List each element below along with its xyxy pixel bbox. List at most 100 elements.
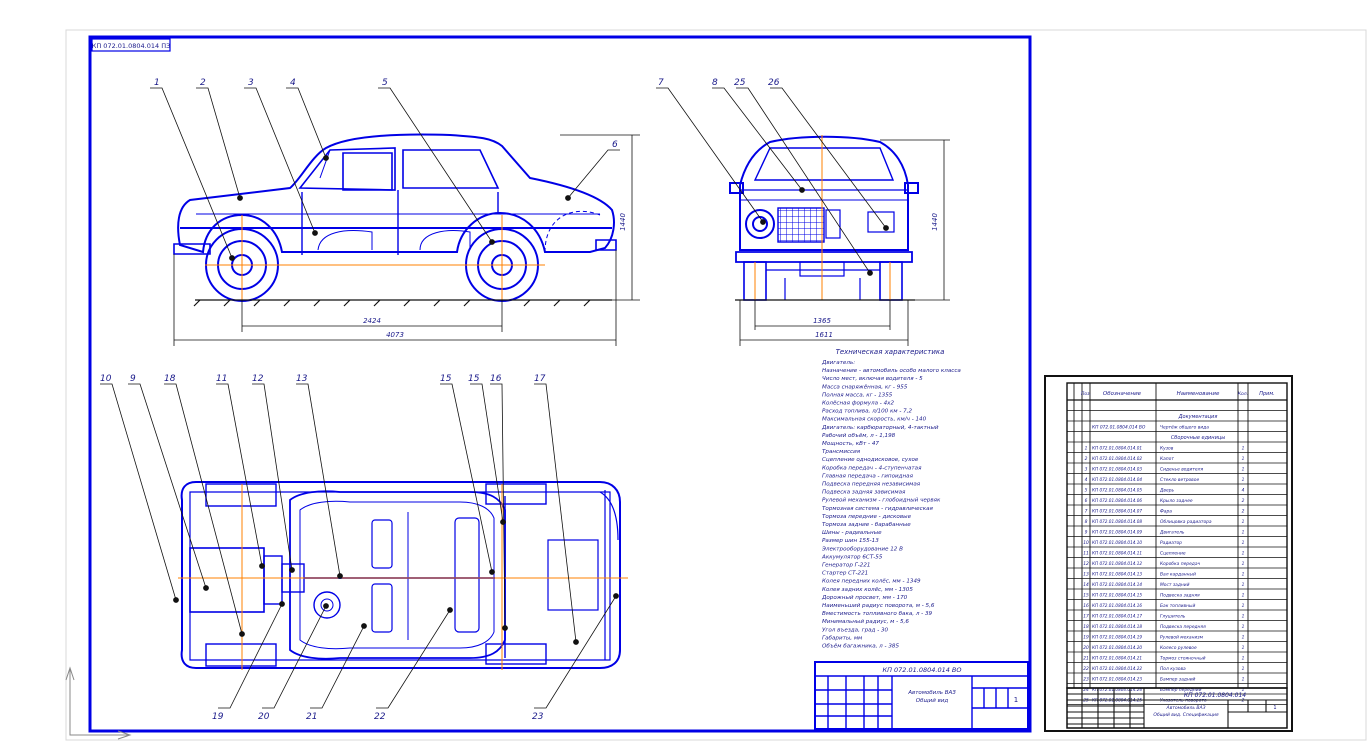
parts-stamp-sheet: 1 (1273, 705, 1276, 711)
tech-spec-line: Аккумулятор 6СТ-55 (821, 554, 883, 560)
parts-doc-name: Чертёж общего вида (1160, 425, 1209, 431)
front-view-car (729, 135, 919, 301)
tech-spec-line: Дорожный просвет, мм - 170 (821, 595, 908, 601)
plan-callout-9: 9 (130, 374, 136, 384)
parts-row-qty: 1 (1242, 551, 1245, 557)
plan-view-car (180, 481, 621, 669)
parts-row-code: КП 072.01.0804.014.09 (1092, 530, 1142, 535)
tech-spec-line: Рабочий объём, л - 1,198 (822, 433, 896, 439)
parts-row-pos: 23 (1083, 677, 1089, 683)
tech-spec-line: Тормоза передние - дисковые (822, 514, 912, 520)
parts-row-pos: 19 (1083, 635, 1089, 641)
front-view-axes (754, 135, 891, 300)
parts-row-pos: 8 (1085, 519, 1088, 525)
parts-row-name: Капот (1160, 456, 1174, 462)
tech-spec-line: Угол въезда, град - 30 (822, 627, 889, 633)
side-callout-1: 1 (154, 78, 160, 88)
dim-side-length: 4073 (386, 331, 404, 339)
plan-callout-10: 10 (100, 374, 112, 384)
parts-section-docs: Документация (1178, 414, 1218, 420)
front-callout-25: 25 (734, 78, 746, 88)
main-stamp-code: КП 072.01.0804.014 ВО (882, 666, 961, 674)
parts-row-pos: 9 (1085, 530, 1088, 536)
parts-row-pos: 4 (1085, 477, 1088, 483)
parts-row-pos: 2 (1085, 456, 1088, 462)
parts-header-name: Наименование (1177, 391, 1220, 397)
parts-row-pos: 13 (1083, 572, 1089, 578)
parts-header-pos: Поз. (1081, 391, 1091, 397)
parts-row-name: Фара (1160, 509, 1172, 515)
main-title-block (814, 661, 1029, 730)
parts-row-qty: 1 (1242, 666, 1245, 672)
tech-spec-line: Полная масса, кг - 1355 (822, 392, 893, 398)
parts-row-code: КП 072.01.0804.014.10 (1092, 540, 1142, 545)
dim-front-height: 1440 (931, 213, 939, 231)
side-callout-leaders (150, 87, 620, 261)
tech-spec-line: Мощность, кВт - 47 (822, 441, 879, 447)
tech-spec-line: Максимальная скорость, км/ч - 140 (822, 417, 927, 423)
plan-callout-23: 23 (532, 712, 544, 722)
parts-row-pos: 16 (1083, 603, 1089, 609)
front-callout-leaders (656, 87, 889, 276)
parts-row-qty: 1 (1242, 456, 1245, 462)
plan-callout-17: 17 (534, 374, 546, 384)
tech-spec-line: Назначение - автомобиль особо малого кла… (822, 368, 961, 374)
plan-callout-18: 18 (164, 374, 176, 384)
parts-row-qty: 1 (1242, 645, 1245, 651)
parts-row-code: КП 072.01.0804.014.18 (1092, 624, 1142, 629)
tech-spec-line: Коробка передач - 4-ступенчатая (822, 465, 922, 471)
front-dimensions (739, 139, 950, 346)
main-stamp-title-1: Автомобиль ВАЗ (907, 690, 956, 696)
parts-row-name: Дверь (1159, 488, 1175, 494)
side-callout-4: 4 (290, 78, 296, 88)
parts-header-note: Прим. (1259, 391, 1275, 397)
parts-row-pos: 5 (1085, 488, 1088, 494)
tech-spec-line: Колея передних колёс, мм - 1349 (822, 579, 921, 585)
tech-spec-line: Вместимость топливного бака, л - 39 (822, 611, 933, 617)
parts-row-pos: 14 (1083, 582, 1089, 588)
parts-row-code: КП 072.01.0804.014.14 (1092, 582, 1142, 587)
parts-row-name: Двигатель (1159, 530, 1185, 536)
parts-row-pos: 12 (1083, 561, 1089, 567)
parts-row-qty: 1 (1242, 572, 1245, 578)
parts-row-pos: 15 (1083, 593, 1089, 599)
tech-spec-line: Стартер СТ-221 (822, 571, 868, 577)
plan-callout-20: 20 (258, 712, 270, 722)
plan-callout-12: 12 (252, 374, 264, 384)
parts-row-name: Рулевой механизм (1160, 635, 1204, 641)
tech-spec-line: Электрооборудование 12 В (821, 546, 903, 552)
tech-spec-line: Главная передача - гипоидная (822, 473, 914, 479)
parts-row-qty: 1 (1242, 677, 1245, 683)
parts-row-name: Глушитель (1160, 614, 1186, 620)
plan-callout-15b: 15 (468, 374, 480, 384)
tech-spec-line: Минимальный радиус, м - 5,6 (822, 619, 909, 625)
plan-callout-19: 19 (212, 712, 224, 722)
parts-row-name: Сиденье водителя (1160, 467, 1203, 473)
tech-spec-block: Техническая характеристика Двигатель:Наз… (821, 348, 961, 650)
tech-spec-line: Колёсная формула - 4х2 (822, 401, 894, 407)
parts-row-qty: 1 (1242, 467, 1245, 473)
side-view-axes (205, 215, 545, 300)
tech-spec-line: Двигатель: карбюраторный, 4-тактный (821, 425, 939, 431)
tech-spec-line: Подвеска задняя зависимая (822, 490, 906, 496)
dim-front-width: 1611 (815, 331, 833, 339)
parts-row-pos: 3 (1085, 467, 1088, 473)
side-callout-5: 5 (382, 78, 388, 88)
parts-row-qty: 1 (1242, 603, 1245, 609)
tech-spec-line: Расход топлива, л/100 км - 7,2 (822, 409, 913, 415)
side-view-ground (193, 299, 612, 307)
parts-row-name: Пол кузова (1160, 666, 1186, 672)
parts-row-code: КП 072.01.0804.014.02 (1092, 456, 1142, 461)
front-callout-26: 26 (768, 78, 780, 88)
ucs-icon (65, 666, 132, 740)
parts-row-pos: 6 (1085, 498, 1088, 504)
parts-row-name: Тормоз стояночный (1160, 656, 1206, 662)
corner-code-text: КП 072.01.0804.014 ПЗ (92, 42, 171, 50)
sheet-frame-spec (1044, 375, 1293, 732)
plan-callout-21: 21 (306, 712, 317, 722)
parts-row-name: Вал карданный (1160, 572, 1196, 578)
tech-spec-title: Техническая характеристика (836, 348, 945, 356)
tech-spec-line: Размер шин 155-13 (822, 538, 879, 544)
